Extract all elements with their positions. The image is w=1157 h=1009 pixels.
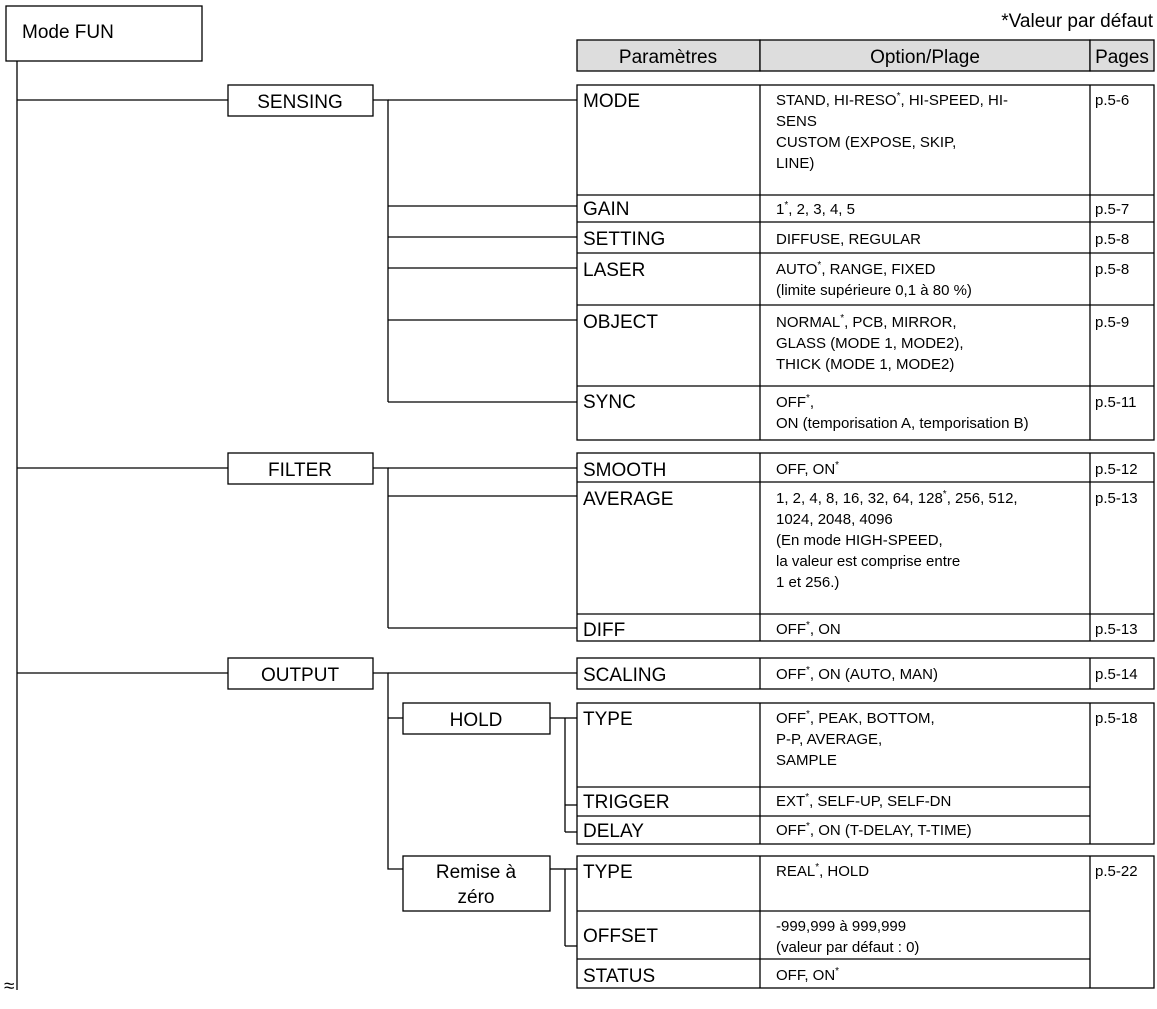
group-label-sensing: SENSING: [257, 92, 343, 113]
param-gain: GAIN: [583, 199, 629, 220]
page-scaling: p.5-14: [1095, 666, 1138, 683]
root-box: [5, 5, 203, 62]
option-sync: OFF*, ON (temporisation A, temporisation…: [776, 393, 1029, 432]
group-box-output: [227, 657, 374, 690]
param-trigger: TRIGGER: [583, 792, 670, 813]
option-average: 1, 2, 4, 8, 16, 32, 64, 128*, 256, 512, …: [776, 489, 1022, 591]
group-box-zero: [402, 855, 551, 912]
hold-table: [576, 702, 1155, 845]
page-hold: p.5-18: [1095, 710, 1138, 727]
param-setting: SETTING: [583, 229, 665, 250]
option-mode: STAND, HI-RESO*, HI-SPEED, HI- SENS CUST…: [776, 91, 1012, 172]
param-zero-type: TYPE: [583, 862, 633, 883]
group-label-output: OUTPUT: [261, 665, 340, 686]
option-trigger: EXT*, SELF-UP, SELF-DN: [776, 792, 951, 810]
page-gain: p.5-7: [1095, 201, 1129, 218]
param-object: OBJECT: [583, 312, 658, 333]
root-label: Mode FUN: [22, 22, 114, 43]
param-diff: DIFF: [583, 620, 625, 641]
page-diff: p.5-13: [1095, 621, 1138, 638]
param-scaling: SCALING: [583, 665, 666, 686]
param-sync: SYNC: [583, 392, 636, 413]
param-status: STATUS: [583, 966, 655, 987]
option-hold-type: OFF*, PEAK, BOTTOM, P-P, AVERAGE, SAMPLE: [776, 709, 939, 769]
filter-table: [576, 452, 1155, 642]
option-laser: AUTO*, RANGE, FIXED (limite supérieure 0…: [776, 260, 972, 299]
option-delay: OFF*, ON (T-DELAY, T-TIME): [776, 821, 972, 839]
param-delay: DELAY: [583, 821, 644, 842]
group-label-zero-1: Remise à: [436, 862, 517, 883]
param-hold-type: TYPE: [583, 709, 633, 730]
header-param-cell: [576, 39, 761, 72]
default-value-note: *Valeur par défaut: [1001, 11, 1153, 32]
sensing-branch-line: [373, 99, 389, 402]
page-average: p.5-13: [1095, 490, 1138, 507]
page-laser: p.5-8: [1095, 261, 1129, 278]
option-object: NORMAL*, PCB, MIRROR, GLASS (MODE 1, MOD…: [776, 313, 968, 373]
page-zero: p.5-22: [1095, 863, 1138, 880]
option-gain: 1*, 2, 3, 4, 5: [776, 200, 855, 218]
zero-table: [576, 855, 1155, 989]
group-box-hold: [402, 702, 551, 735]
param-offset: OFFSET: [583, 926, 658, 947]
header-option-cell: [759, 39, 1091, 72]
page-setting: p.5-8: [1095, 231, 1129, 248]
param-average: AVERAGE: [583, 489, 673, 510]
output-branch-line: [373, 672, 403, 870]
page-smooth: p.5-12: [1095, 461, 1138, 478]
option-offset: -999,999 à 999,999 (valeur par défaut : …: [776, 918, 919, 956]
filter-branch-line: [373, 467, 389, 628]
scaling-table: [576, 657, 1155, 690]
sensing-table: [576, 84, 1155, 441]
group-box-filter: [227, 452, 374, 485]
param-laser: LASER: [583, 260, 645, 281]
option-smooth: OFF, ON*: [776, 460, 839, 478]
group-label-hold: HOLD: [450, 710, 503, 731]
option-zero-type: REAL*, HOLD: [776, 862, 869, 880]
header-option: Option/Plage: [870, 47, 980, 68]
option-setting: DIFFUSE, REGULAR: [776, 231, 921, 248]
header-param: Paramètres: [619, 47, 717, 68]
param-smooth: SMOOTH: [583, 460, 666, 481]
continuation-symbol: ≈: [4, 976, 14, 997]
option-diff: OFF*, ON: [776, 620, 841, 638]
option-scaling: OFF*, ON (AUTO, MAN): [776, 665, 938, 683]
page-mode: p.5-6: [1095, 92, 1129, 109]
header-pages: Pages: [1095, 47, 1149, 68]
group-label-zero-2: zéro: [458, 887, 495, 908]
group-label-filter: FILTER: [268, 460, 332, 481]
param-mode: MODE: [583, 91, 640, 112]
option-status: OFF, ON*: [776, 966, 839, 984]
header-pages-cell: [1089, 39, 1155, 72]
page-object: p.5-9: [1095, 314, 1129, 331]
page-sync: p.5-11: [1095, 394, 1136, 411]
